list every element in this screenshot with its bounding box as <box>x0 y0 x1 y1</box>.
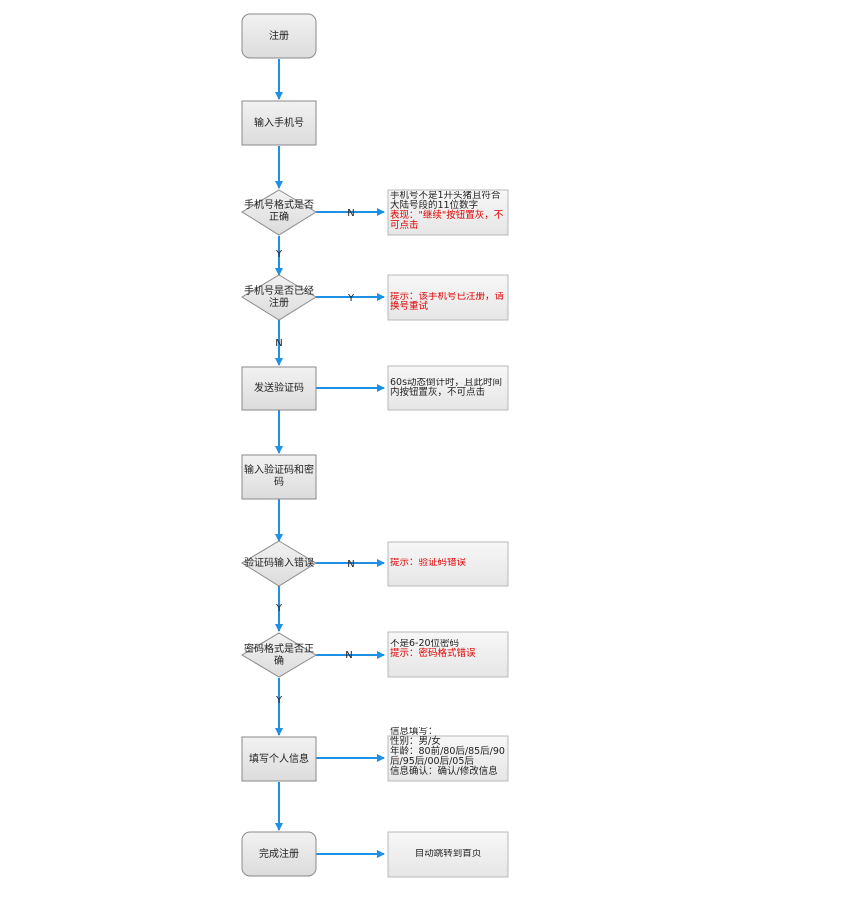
note-fill-info: 信息填写： 性别：男/女 年龄：80前/80后/85后/90 后/95后/00后… <box>388 727 510 781</box>
end-node-label: 完成注册 <box>259 847 299 860</box>
note-box-code-error <box>387 541 509 587</box>
note-phone-format: 手机号不是1开头猪且符合 大陆号段的11位数字 表现："继续"按钮置灰，不 可点… <box>388 191 510 236</box>
phone-format-label-line2: 正确 <box>269 210 289 223</box>
note-pwd-format: 不是6-20位密码 提示：密码格式错误 <box>388 639 510 667</box>
code-error-label: 验证码输入错误 <box>244 556 314 569</box>
phone-format-decision <box>241 189 317 236</box>
note-fill-info-line4: 后/95后/00后/05后 <box>390 756 474 767</box>
note-box-fill-info <box>387 735 509 782</box>
note-phone-format-line4: 可点击 <box>390 220 419 231</box>
end-node <box>241 831 317 877</box>
code-error-decision <box>241 540 317 587</box>
input-phone-node <box>241 100 317 146</box>
note-code-error: 提示：验证码错误 <box>388 558 510 572</box>
note-send-code-line2: 内按钮置灰，不可点击 <box>390 387 486 398</box>
phone-registered-decision <box>241 274 317 321</box>
input-code-node <box>241 454 317 500</box>
edge-label-code-error-no: N <box>347 559 354 570</box>
note-send-code-line1: 60s动态倒计时，且此时间 <box>390 378 503 388</box>
send-code-node <box>241 366 317 411</box>
input-code-label-line1: 输入验证码和密 <box>244 463 314 476</box>
send-code-label: 发送验证码 <box>254 381 304 394</box>
phone-registered-label-line2: 注册 <box>269 296 289 309</box>
note-fill-info-line2: 性别：男/女 <box>390 736 441 747</box>
fill-info-label: 填写个人信息 <box>249 752 309 765</box>
pwd-format-label-line1: 密码格式是否正 <box>244 642 314 655</box>
note-pwd-format-line1: 不是6-20位密码 <box>390 639 460 649</box>
note-box-pwd-format <box>387 631 509 678</box>
edge-label-phone-format-yes: Y <box>275 249 283 260</box>
edge-label-pwd-format-no: N <box>345 650 352 661</box>
pwd-format-decision <box>241 632 317 678</box>
start-node <box>241 13 317 59</box>
note-fill-info-line1: 信息填写： <box>390 727 438 737</box>
pwd-format-label-line2: 确 <box>274 654 284 667</box>
side-arrows <box>316 208 385 858</box>
note-fill-info-line3: 年龄：80前/80后/85后/90 <box>390 746 505 757</box>
note-boxes <box>387 189 509 878</box>
start-node-label: 注册 <box>269 29 289 42</box>
edge-label-code-error-yes: Y <box>275 603 283 614</box>
note-send-code: 60s动态倒计时，且此时间 内按钮置灰，不可点击 <box>388 378 510 406</box>
note-box-finish <box>387 831 509 878</box>
phone-registered-label-line1: 手机号是否已经 <box>244 284 314 297</box>
note-fill-info-line5: 信息确认：确认/修改信息 <box>390 766 498 777</box>
note-phone-format-line1: 手机号不是1开头猪且符合 <box>390 191 501 201</box>
input-code-label-line2: 码 <box>274 476 284 488</box>
fill-info-node <box>241 736 317 782</box>
note-box-phone-registered <box>387 274 509 321</box>
note-box-phone-format <box>387 189 509 236</box>
note-finish: 自动跳转到首页 <box>388 849 508 863</box>
note-phone-registered: 提示：该手机号已注册，请 换号重试 <box>388 292 510 320</box>
edge-label-phone-registered-yes: Y <box>347 293 355 304</box>
note-phone-format-line2: 大陆号段的11位数字 <box>390 200 479 211</box>
note-code-error-line1: 提示：验证码错误 <box>390 558 467 568</box>
input-phone-label: 输入手机号 <box>254 116 304 129</box>
phone-format-label-line1: 手机号格式是否 <box>244 198 314 211</box>
note-box-send-code <box>387 365 509 411</box>
edge-label-pwd-format-yes: Y <box>275 695 283 706</box>
note-phone-format-line3: 表现："继续"按钮置灰，不 <box>390 210 504 221</box>
note-phone-registered-line1: 提示：该手机号已注册，请 <box>390 292 505 302</box>
note-phone-registered-line2: 换号重试 <box>390 301 429 312</box>
edge-label-phone-format-no: N <box>347 208 354 219</box>
edge-label-phone-registered-no: N <box>275 338 282 349</box>
note-pwd-format-line2: 提示：密码格式错误 <box>390 648 476 659</box>
note-finish-line1: 自动跳转到首页 <box>414 849 482 859</box>
